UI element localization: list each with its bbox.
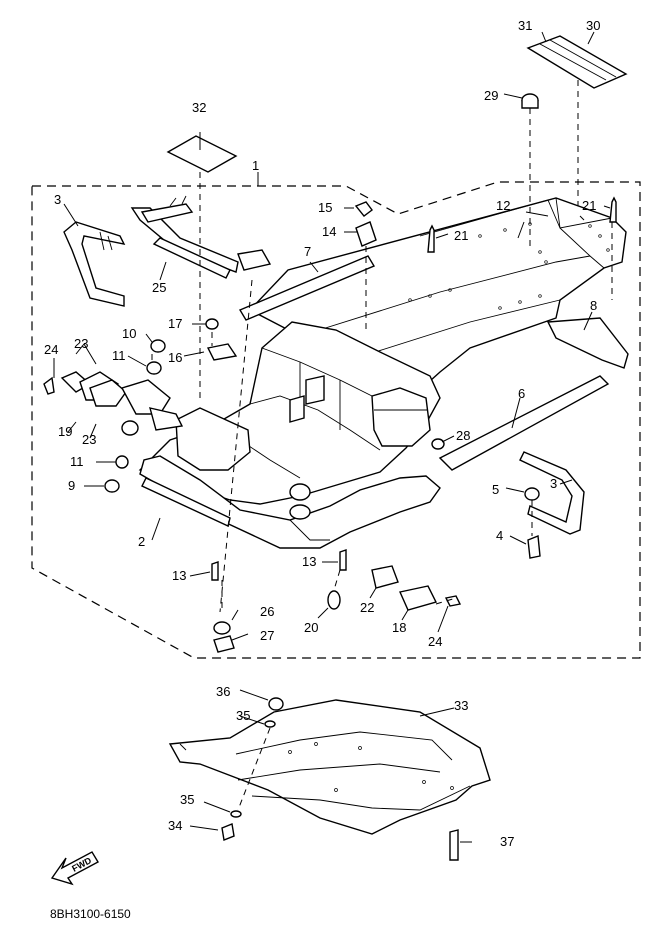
callout-2: 2 [138, 534, 145, 549]
callout-26: 26 [260, 604, 274, 619]
callout-35-bottom: 35 [180, 792, 194, 807]
engine-mount-right [289, 504, 311, 520]
assembly-boundary [31, 181, 641, 659]
decal-set [526, 35, 628, 89]
rear-bracket [546, 317, 629, 369]
front-bumper [130, 195, 272, 279]
callout-1: 1 [252, 158, 259, 173]
callout-36: 36 [216, 684, 230, 699]
callout-17: 17 [168, 316, 182, 331]
callout-4: 4 [496, 528, 503, 543]
callout-11-lower: 11 [70, 454, 84, 469]
tunnel-top-plate [419, 199, 561, 237]
callout-9: 9 [68, 478, 75, 493]
fwd-arrow-icon: FWD [50, 851, 99, 886]
left-handle [63, 221, 126, 307]
callout-20: 20 [304, 620, 318, 635]
callout-24-right: 24 [428, 634, 442, 649]
front-chassis [138, 321, 441, 505]
callout-5: 5 [492, 482, 499, 497]
callout-27: 27 [260, 628, 274, 643]
hardware [43, 93, 617, 861]
callouts: 1 2 3 3 4 5 6 7 8 9 10 11 11 12 13 13 14… [44, 18, 600, 849]
leader-lines [53, 31, 611, 843]
callout-21-left: 21 [454, 228, 468, 243]
callout-30: 30 [586, 18, 600, 33]
callout-11-upper: 11 [112, 348, 126, 363]
engine-mount-left [289, 483, 311, 501]
callout-12: 12 [496, 198, 510, 213]
callout-16: 16 [168, 350, 182, 365]
skid-plate [168, 699, 491, 835]
left-mount-assembly [60, 371, 184, 436]
callout-8: 8 [590, 298, 597, 313]
callout-3-right: 3 [550, 476, 557, 491]
callout-25: 25 [152, 280, 166, 295]
label-plate [166, 135, 238, 173]
callout-14: 14 [322, 224, 336, 239]
left-side-tube [238, 255, 376, 321]
assembly-lines [151, 80, 613, 811]
callout-37: 37 [500, 834, 514, 849]
callout-6: 6 [518, 386, 525, 401]
callout-10: 10 [122, 326, 136, 341]
callout-23-bottom: 23 [82, 432, 96, 447]
callout-23-top: 23 [74, 336, 88, 351]
callout-24-left: 24 [44, 342, 58, 357]
callout-18: 18 [392, 620, 406, 635]
callout-34: 34 [168, 818, 182, 833]
callout-32: 32 [192, 100, 206, 115]
callout-33: 33 [454, 698, 468, 713]
callout-31: 31 [518, 18, 532, 33]
callout-15: 15 [318, 200, 332, 215]
callout-35-top: 35 [236, 708, 250, 723]
callout-28: 28 [456, 428, 470, 443]
callout-7: 7 [304, 244, 311, 259]
callout-21-right: 21 [582, 198, 596, 213]
diagram-code: 8BH3100-6150 [50, 907, 131, 921]
callout-13-right: 13 [302, 554, 316, 569]
callout-3-left: 3 [54, 192, 61, 207]
callout-22: 22 [360, 600, 374, 615]
right-side-tube [438, 375, 610, 471]
callout-29: 29 [484, 88, 498, 103]
callout-19: 19 [58, 424, 72, 439]
right-handle [519, 451, 585, 535]
callout-13-left: 13 [172, 568, 186, 583]
